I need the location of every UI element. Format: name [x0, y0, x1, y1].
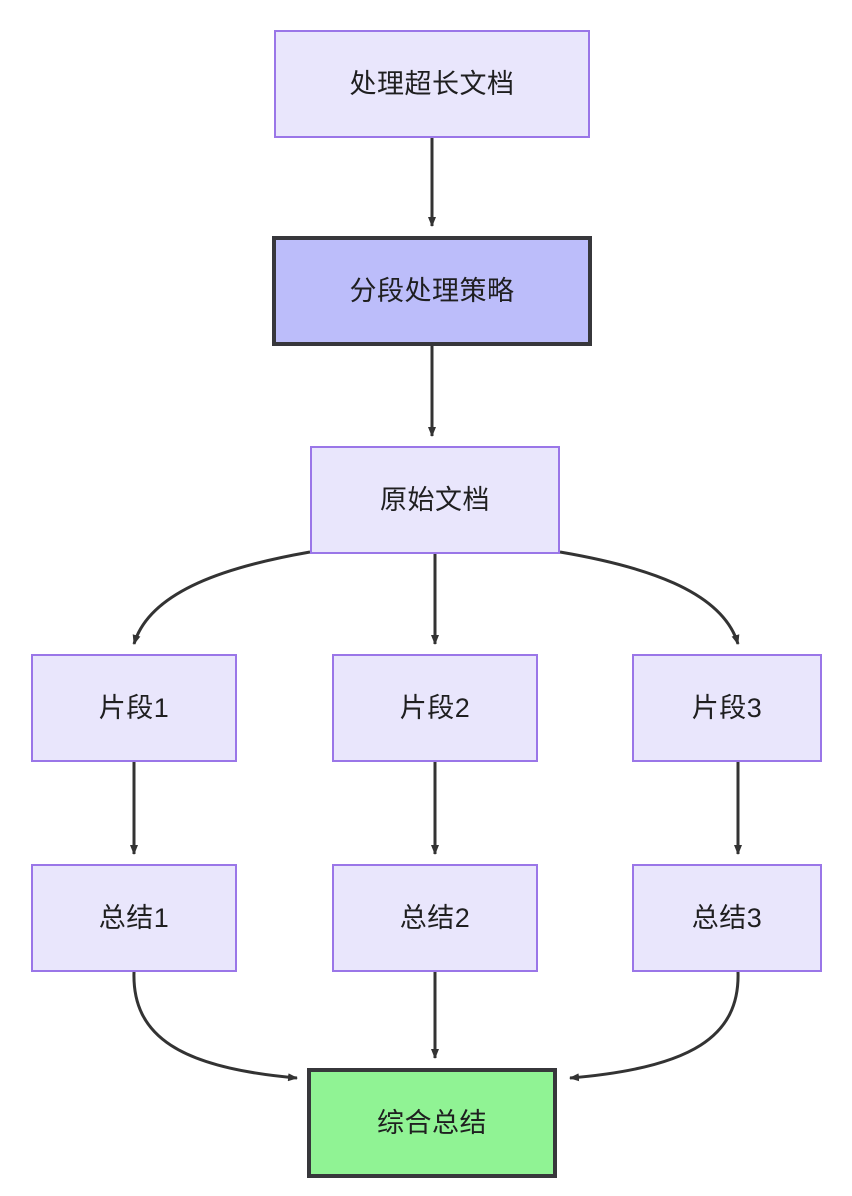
- node-fragment-2[interactable]: 片段2: [332, 654, 538, 762]
- edge-source-doc-to-fragment-3: [559, 550, 740, 645]
- node-process-long-doc[interactable]: 处理超长文档: [274, 30, 590, 138]
- node-label: 总结3: [691, 902, 763, 933]
- node-final-summary[interactable]: 综合总结: [307, 1068, 557, 1178]
- node-label: 综合总结: [377, 1107, 487, 1138]
- edge-source-doc-to-fragment-1: [132, 550, 311, 645]
- node-label: 原始文档: [380, 484, 490, 515]
- node-label: 分段处理策略: [349, 275, 515, 306]
- node-source-doc[interactable]: 原始文档: [310, 446, 560, 554]
- node-fragment-3[interactable]: 片段3: [632, 654, 822, 762]
- node-fragment-1[interactable]: 片段1: [31, 654, 237, 762]
- node-summary-3[interactable]: 总结3: [632, 864, 822, 972]
- node-label: 总结1: [98, 902, 170, 933]
- edge-summary-3-to-final-summary: [569, 971, 740, 1082]
- node-summary-1[interactable]: 总结1: [31, 864, 237, 972]
- node-label: 片段2: [399, 692, 471, 723]
- edge-summary-1-to-final-summary: [132, 971, 298, 1082]
- node-label: 片段1: [98, 692, 170, 723]
- node-summary-2[interactable]: 总结2: [332, 864, 538, 972]
- node-chunk-strategy[interactable]: 分段处理策略: [272, 236, 592, 346]
- node-label: 总结2: [399, 902, 471, 933]
- node-label: 片段3: [691, 692, 763, 723]
- node-label: 处理超长文档: [349, 68, 515, 99]
